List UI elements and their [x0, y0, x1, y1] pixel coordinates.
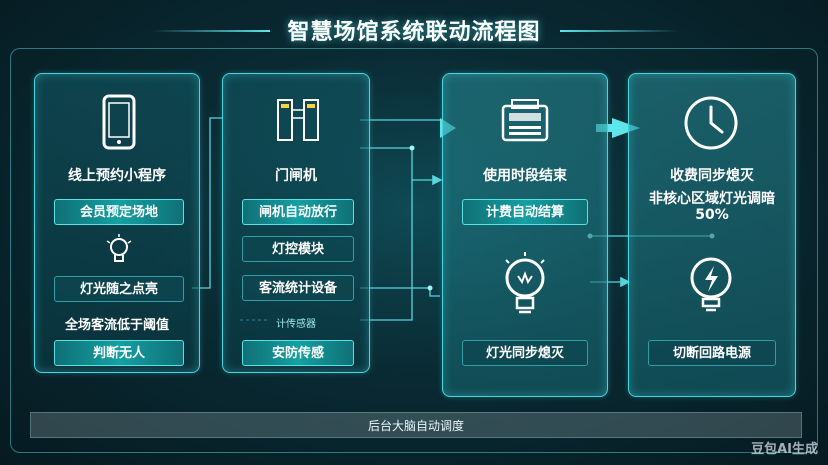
panel3-heading: 使用时段结束 [483, 168, 567, 184]
panel1-heading: 线上预约小程序 [68, 168, 166, 184]
backend-scheduling-bar: 后台大脑自动调度 [30, 412, 802, 438]
billing-settle-chip: 计费自动结算 [462, 199, 588, 225]
dim-noncore-text: 非核心区域灯光调暗 [649, 191, 775, 207]
lightbulb-icon [102, 233, 136, 271]
cut-power-chip: 切断回路电源 [648, 340, 776, 366]
clock-icon [682, 94, 740, 156]
people-counter-chip: 客流统计设备 [242, 275, 354, 301]
threshold-text: 全场客流低于阈值 [64, 318, 169, 333]
sensor-caption: 计传感器 [276, 319, 316, 330]
watermark: 豆包AI生成 [751, 442, 818, 457]
gate-auto-chip: 闸机自动放行 [242, 199, 354, 225]
security-sensor-chip: 安防传感 [242, 340, 354, 366]
panel2-heading: 门闸机 [275, 168, 317, 184]
member-booking-chip: 会员预定场地 [54, 199, 184, 225]
gate-turnstile-icon [276, 96, 320, 148]
lights-follow-chip: 灯光随之点亮 [54, 276, 184, 302]
smartphone-icon [102, 94, 136, 154]
lights-off-chip: 灯光同步熄灭 [462, 340, 588, 366]
dim-percent-value: 50% [695, 207, 729, 223]
light-module-chip: 灯控模块 [242, 236, 354, 262]
lightbulb-icon [500, 252, 550, 334]
panel4-heading: 收费同步熄灭 [670, 168, 754, 184]
judge-empty-chip: 判断无人 [54, 340, 184, 366]
page-title: 智慧场馆系统联动流程图 [287, 20, 541, 45]
power-lightbulb-icon [686, 254, 736, 320]
billing-machine-icon [500, 98, 550, 148]
title-decoration-left [150, 30, 270, 32]
outer-frame [10, 48, 818, 453]
